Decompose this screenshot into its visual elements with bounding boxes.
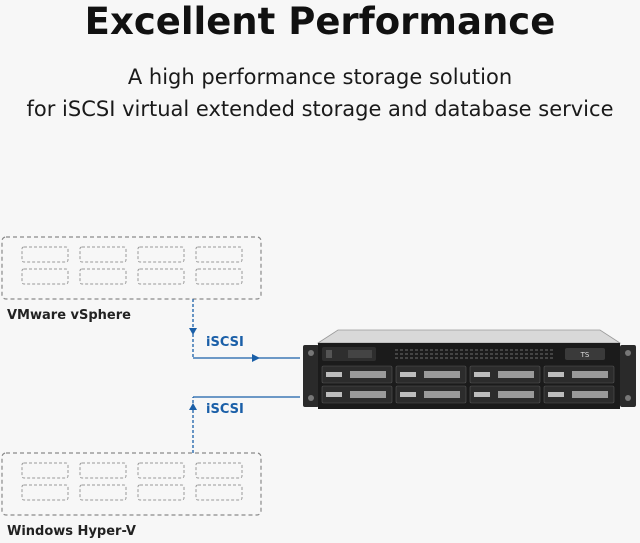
- rack-ear-right: [620, 345, 636, 407]
- vm-slot: [137, 462, 185, 479]
- vmware-host-group: [1, 236, 262, 300]
- brand-logo: [565, 348, 605, 360]
- drive-bay-handle: [350, 371, 386, 378]
- vm-slot: [79, 484, 127, 501]
- drive-bay-handle: [424, 371, 460, 378]
- windows-hyperv-label: Windows Hyper-V: [7, 524, 136, 539]
- vmware-vsphere-label: VMware vSphere: [7, 308, 131, 323]
- drive-bay-handle: [350, 391, 386, 398]
- vm-slot: [195, 462, 243, 479]
- subtitle-line-1: A high performance storage solution: [127, 65, 513, 89]
- vm-slot: [195, 246, 243, 263]
- vm-slot: [21, 268, 69, 285]
- vm-slot: [21, 246, 69, 263]
- vm-slot: [79, 246, 127, 263]
- nas-rack-server: TS: [303, 329, 636, 409]
- vm-slot: [137, 246, 185, 263]
- vm-slot: [137, 268, 185, 285]
- drive-bay-handle: [498, 371, 534, 378]
- iscsi-connector-2: [189, 396, 300, 453]
- drive-bay-handle: [424, 391, 460, 398]
- vm-slot: [21, 484, 69, 501]
- vm-slot: [195, 484, 243, 501]
- vm-slot: [137, 484, 185, 501]
- vm-slot: [79, 462, 127, 479]
- subtitle-line-2: for iSCSI virtual extended storage and d…: [26, 97, 614, 121]
- rack-ear-left: [303, 345, 319, 407]
- drive-bay-handle: [572, 371, 608, 378]
- vm-slot: [195, 268, 243, 285]
- vm-slot: [79, 268, 127, 285]
- hyperv-host-group: [1, 452, 262, 516]
- iscsi-label-1: iSCSI: [206, 335, 244, 350]
- vm-slot: [21, 462, 69, 479]
- drive-bay-handle: [498, 391, 534, 398]
- iscsi-connector-1: [189, 299, 300, 362]
- page-title: Excellent Performance: [84, 0, 556, 43]
- drive-bay-handle: [572, 391, 608, 398]
- brand-logo-text: TS: [580, 351, 590, 359]
- iscsi-label-2: iSCSI: [206, 402, 244, 417]
